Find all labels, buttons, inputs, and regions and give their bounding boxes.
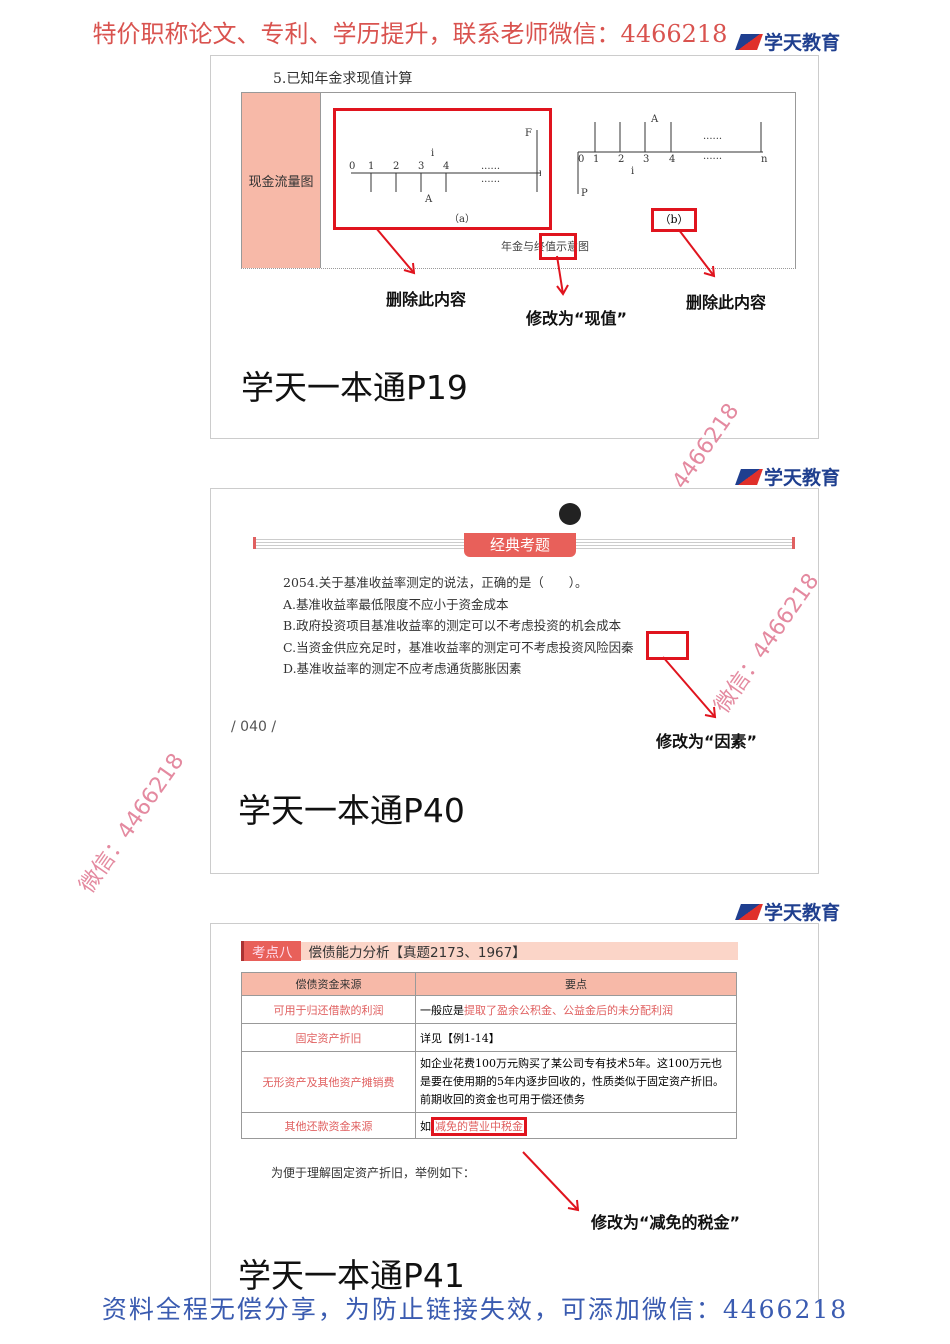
note-change-present-value: 修改为“现值” bbox=[526, 309, 628, 328]
page-number: / 040 / bbox=[231, 719, 277, 735]
section-tag: 考点八 bbox=[241, 941, 301, 961]
logo-mark-icon bbox=[735, 468, 763, 485]
cell-text: 如企业花费100万元购买了某公司专有技术5年。这100万元也是要在使用期的5年内… bbox=[415, 1051, 737, 1113]
svg-text:2: 2 bbox=[393, 161, 399, 172]
cell-source: 其他还款资金来源 bbox=[241, 1112, 416, 1139]
option-c: C.当资金供应充足时，基准收益率的测定可不考虑投资风险因秦 bbox=[283, 639, 634, 655]
svg-text:......: ...... bbox=[481, 161, 500, 172]
logo: 学天教育 bbox=[735, 898, 841, 925]
svg-text:A: A bbox=[650, 114, 659, 125]
svg-text:3: 3 bbox=[643, 154, 649, 165]
cell-source: 固定资产折旧 bbox=[241, 1023, 416, 1052]
option-a: A.基准收益率最低限度不应小于资金成本 bbox=[283, 596, 509, 612]
question-block: 2054.关于基准收益率测定的说法，正确的是（ ）。 A.基准收益率最低限度不应… bbox=[283, 572, 634, 680]
question-text: 2054.关于基准收益率测定的说法，正确的是（ ）。 bbox=[283, 575, 588, 590]
page-ref: 学天一本通P19 bbox=[241, 368, 468, 407]
diagram-a-highlight bbox=[333, 108, 552, 230]
table-row: 可用于归还借款的利润一般应是提取了盈余公积金、公益金后的未分配利润 bbox=[241, 995, 737, 1024]
logo: 学天教育 bbox=[735, 463, 841, 490]
svg-text:1: 1 bbox=[593, 154, 599, 165]
figure-caption: 年金与终值示意图 bbox=[501, 240, 589, 253]
svg-text:i: i bbox=[431, 148, 434, 159]
note-delete-a: 删除此内容 bbox=[386, 290, 467, 309]
svg-text:......: ...... bbox=[481, 174, 500, 185]
cashflow-table: 现金流量图 bbox=[241, 92, 796, 269]
annotation-arrow bbox=[662, 656, 717, 719]
diagram-b-caption: （b） bbox=[651, 208, 697, 232]
table-row: 其他还款资金来源如减免的营业中税金 bbox=[241, 1112, 737, 1139]
cell-text: 如 bbox=[420, 1119, 431, 1133]
logo-text: 学天教育 bbox=[764, 32, 841, 54]
character-illustration-icon bbox=[559, 503, 581, 525]
header-banner: 特价职称论文、专利、学历提升，联系老师微信：4466218 bbox=[92, 20, 728, 48]
svg-text:0: 0 bbox=[578, 154, 584, 165]
banner-label: 经典考题 bbox=[464, 533, 576, 557]
logo: 学天教育 bbox=[735, 28, 841, 55]
logo-mark-icon bbox=[735, 903, 763, 920]
note-change-factor: 修改为“因素” bbox=[656, 732, 758, 751]
panel-p40: 经典考题 2054.关于基准收益率测定的说法，正确的是（ ）。 A.基准收益率最… bbox=[210, 488, 819, 874]
svg-text:（a）: （a） bbox=[449, 213, 475, 225]
logo-text: 学天教育 bbox=[764, 467, 841, 489]
table-row: 固定资产折旧详见【例1-14】 bbox=[241, 1023, 737, 1052]
section-title: 偿债能力分析【真题2173、1967】 bbox=[308, 945, 526, 961]
section-heading: 考点八 偿债能力分析【真题2173、1967】 bbox=[241, 941, 738, 961]
col-header: 偿债资金来源 bbox=[241, 972, 416, 996]
annotation-arrows bbox=[375, 227, 716, 296]
logo-mark-icon bbox=[735, 33, 763, 50]
cell-highlight: 提取了盈余公积金、公益金后的未分配利润 bbox=[464, 1003, 673, 1017]
svg-text:n: n bbox=[761, 154, 768, 165]
svg-text:i: i bbox=[631, 166, 634, 177]
after-text: 为便于理解固定资产折旧，举例如下： bbox=[271, 1166, 476, 1180]
svg-text:......: ...... bbox=[703, 151, 722, 162]
svg-text:4: 4 bbox=[443, 161, 449, 172]
option-d: D.基准收益率的测定不应考虑通货膨胀因素 bbox=[283, 661, 522, 676]
page-ref: 学天一本通P40 bbox=[238, 791, 465, 830]
footer-banner: 资料全程无偿分享，为防止链接失效，可添加微信：4466218 bbox=[101, 1295, 849, 1324]
svg-text:P: P bbox=[581, 188, 588, 199]
annotation-arrow bbox=[522, 1151, 580, 1212]
watermark: 微信：4466218 bbox=[74, 749, 190, 898]
svg-text:0: 0 bbox=[349, 161, 355, 172]
option-b: B.政府投资项目基准收益率的测定可以不考虑投资的机会成本 bbox=[283, 618, 622, 633]
debt-source-table: 偿债资金来源要点 可用于归还借款的利润一般应是提取了盈余公积金、公益金后的未分配… bbox=[241, 972, 737, 1139]
panel-p19: 5.已知年金求现值计算 现金流量图 01234............niAF（… bbox=[210, 55, 819, 439]
svg-text:2: 2 bbox=[618, 154, 624, 165]
row-label: 现金流量图 bbox=[242, 93, 321, 268]
svg-text:3: 3 bbox=[418, 161, 424, 172]
svg-text:A: A bbox=[424, 194, 433, 205]
svg-text:......: ...... bbox=[703, 131, 722, 142]
page-ref: 学天一本通P41 bbox=[238, 1256, 465, 1295]
typo-highlight: 减免的营业中税金 bbox=[431, 1116, 527, 1136]
panel-p41: 考点八 偿债能力分析【真题2173、1967】 偿债资金来源要点 可用于归还借款… bbox=[210, 923, 819, 1304]
typo-highlight bbox=[646, 631, 689, 660]
cell-text: 详见【例1-14】 bbox=[415, 1023, 737, 1052]
svg-text:4: 4 bbox=[669, 154, 675, 165]
svg-text:n: n bbox=[539, 168, 541, 179]
diagram-a: 0 1 2 3 4............ n iA F （a） bbox=[349, 128, 541, 225]
svg-text:F: F bbox=[525, 128, 532, 139]
note-change-tax: 修改为“减免的税金” bbox=[591, 1213, 741, 1232]
svg-text:1: 1 bbox=[368, 161, 374, 172]
section-title: 5.已知年金求现值计算 bbox=[273, 71, 413, 87]
logo-text: 学天教育 bbox=[764, 902, 841, 924]
cell-text: 一般应是 bbox=[420, 1003, 464, 1017]
note-delete-b: 删除此内容 bbox=[686, 293, 767, 312]
